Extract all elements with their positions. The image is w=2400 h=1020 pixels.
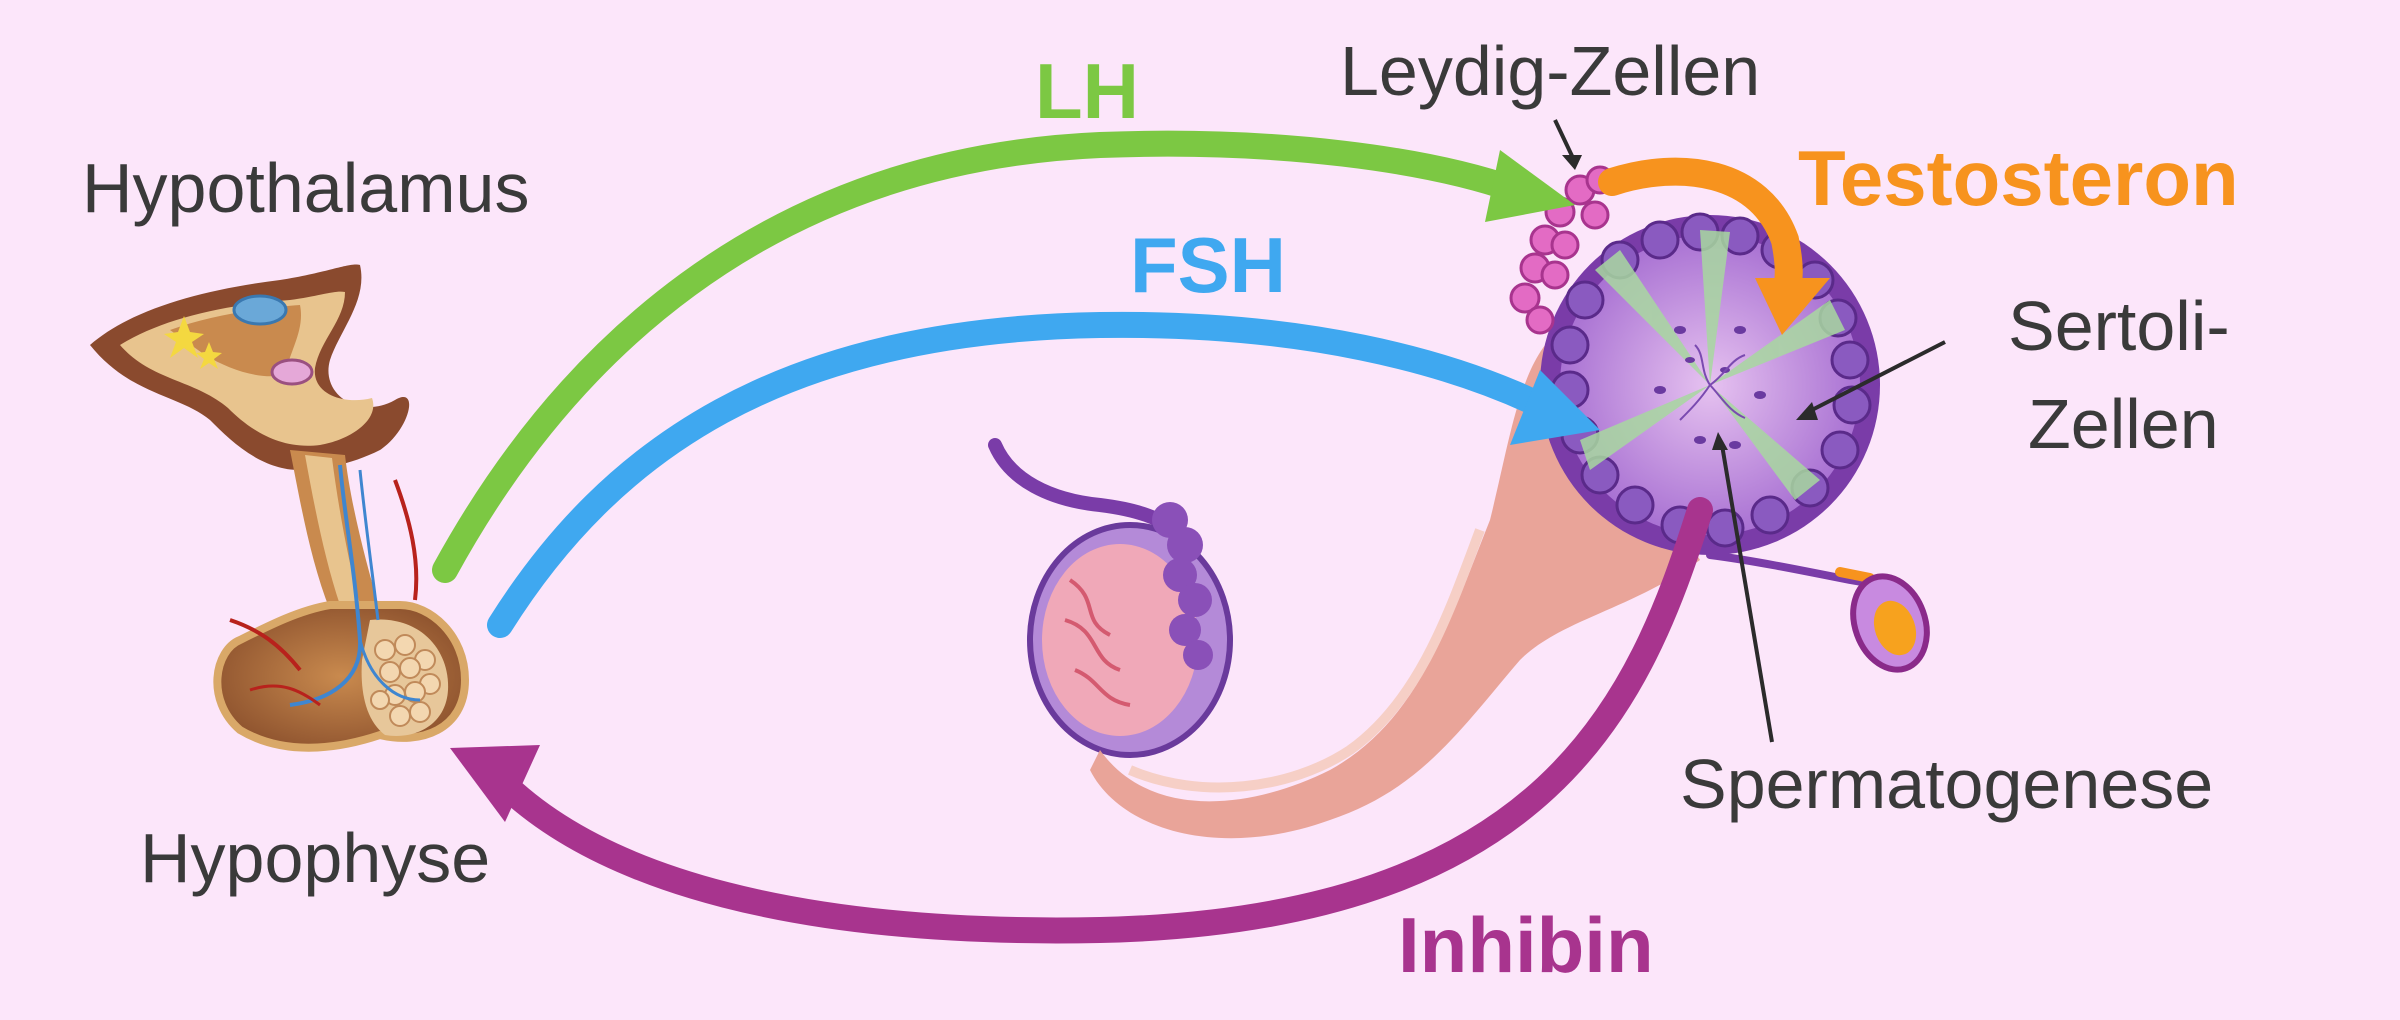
leydig-pointer-head xyxy=(1562,155,1582,170)
hypothalamus-label: Hypothalamus xyxy=(82,149,529,227)
lh-arrow xyxy=(432,130,1528,583)
fsh-arrow xyxy=(487,311,1563,638)
testosteron-arrowhead xyxy=(1755,278,1830,335)
spermatogenese-pointer xyxy=(1720,444,1774,743)
fsh-label: FSH xyxy=(1130,221,1286,309)
nucleus-pink xyxy=(270,358,314,386)
sertoli-pointer xyxy=(1807,340,1946,414)
lh-label: LH xyxy=(1035,47,1139,135)
testosteron-arrow xyxy=(1598,157,1803,314)
inhibin-arrowhead xyxy=(450,745,540,822)
leydig-label: Leydig-Zellen xyxy=(1340,32,1760,110)
leydig-pointer xyxy=(1553,119,1575,159)
inhibin-arrow xyxy=(487,497,1713,944)
spermatogenese-label: Spermatogenese xyxy=(1680,745,2213,823)
hypophyse-label: Hypophyse xyxy=(140,819,490,897)
nucleus-blue xyxy=(232,294,288,326)
inhibin-label: Inhibin xyxy=(1398,901,1654,989)
labels: Hypothalamus Hypophyse Leydig-Zellen Tes… xyxy=(82,32,2239,989)
spermatids xyxy=(1654,326,1766,449)
seminiferous-lobules xyxy=(1064,578,1131,707)
spermatogenese-pointer-head xyxy=(1712,432,1728,450)
gland-cells xyxy=(370,634,441,727)
sertoli-label-line2: Zellen xyxy=(2028,385,2219,463)
epididymis-coils xyxy=(1152,502,1213,670)
sperm-tails xyxy=(1679,344,1746,421)
sertoli-pointer-head xyxy=(1796,402,1818,420)
sertoli-label-line1: Sertoli- xyxy=(2008,287,2230,365)
hypothalamus-pituitary-illustration xyxy=(90,264,470,752)
fsh-arrowhead xyxy=(1510,370,1600,445)
arrows xyxy=(432,119,1946,944)
lh-arrowhead xyxy=(1485,150,1575,222)
testosteron-label: Testosteron xyxy=(1798,134,2239,222)
